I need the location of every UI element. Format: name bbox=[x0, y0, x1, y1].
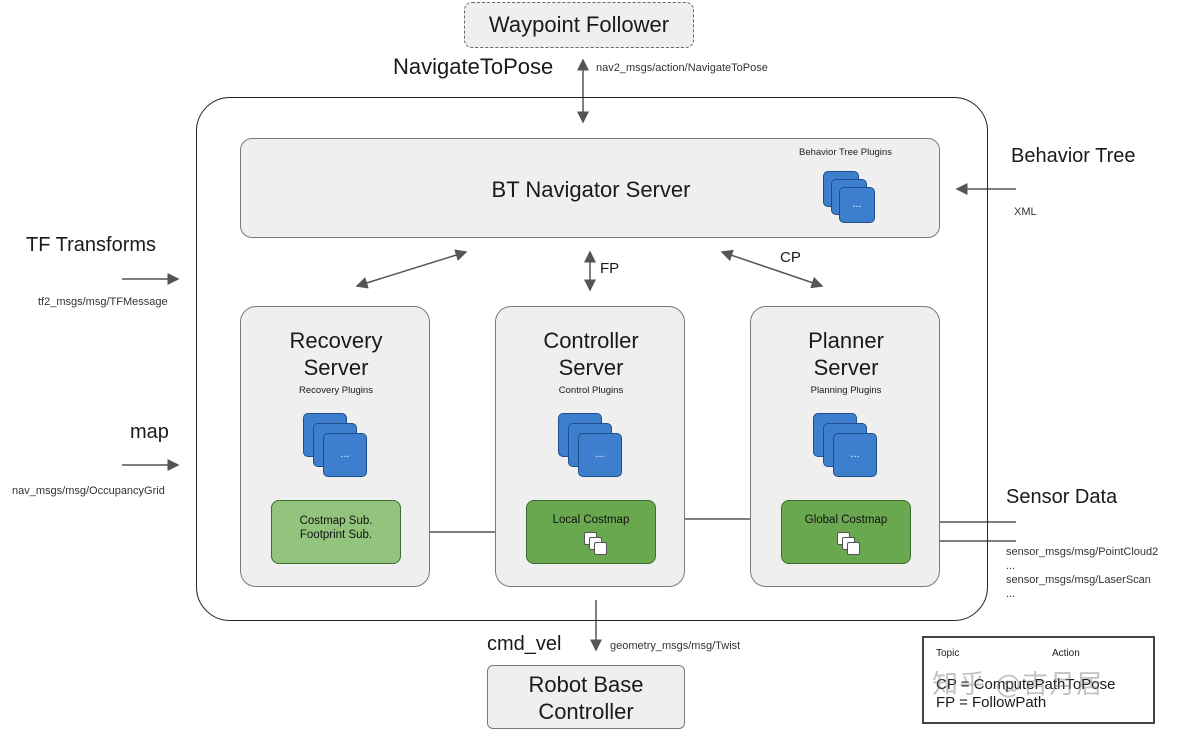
recovery-title: Recovery Server bbox=[289, 328, 383, 380]
costmap-icon bbox=[594, 542, 607, 555]
controller-plugins-label: Control Plugins bbox=[558, 385, 624, 396]
controller-server: Controller Server Control Plugins ... Lo… bbox=[495, 306, 685, 587]
sensor-msg-laserscan: sensor_msgs/msg/LaserScan bbox=[1006, 574, 1151, 586]
navigate-to-pose-msg: nav2_msgs/action/NavigateToPose bbox=[596, 62, 768, 74]
plugin-icon: ... bbox=[323, 433, 367, 477]
legend-box: Topic Action CP = ComputePathToPose FP =… bbox=[922, 636, 1155, 724]
cp-link-arrow bbox=[720, 249, 824, 289]
cp-label: CP bbox=[780, 249, 801, 266]
tf-transforms-msg: tf2_msgs/msg/TFMessage bbox=[38, 296, 168, 308]
fp-label: FP bbox=[600, 260, 620, 277]
cmd-vel-label: cmd_vel bbox=[487, 633, 562, 655]
sensor-msgs-list: sensor_msgs/msg/PointCloud2 ... sensor_m… bbox=[1006, 545, 1158, 601]
planner-plugins-label: Planning Plugins bbox=[810, 385, 882, 396]
bt-plugins-label: Behavior Tree Plugins bbox=[799, 147, 892, 158]
sensor-msg-ellipsis: ... bbox=[1006, 588, 1016, 600]
plugin-icon: ... bbox=[839, 187, 875, 223]
legend-cp-def: CP = ComputePathToPose bbox=[936, 676, 1116, 693]
map-label: map bbox=[130, 421, 169, 443]
waypoint-follower-box: Waypoint Follower bbox=[464, 2, 694, 48]
planner-server: Planner Server Planning Plugins ... Glob… bbox=[750, 306, 940, 587]
legend-topic-label: Topic bbox=[936, 648, 960, 659]
nav2-container bbox=[196, 97, 988, 621]
local-costmap-box: Local Costmap bbox=[526, 500, 656, 564]
controller-title: Controller Server bbox=[543, 328, 639, 380]
global-costmap-box: Global Costmap bbox=[781, 500, 911, 564]
robot-base-controller: Robot Base Controller bbox=[487, 665, 685, 729]
sensor-msg-ellipsis: ... bbox=[1006, 560, 1016, 572]
map-msg: nav_msgs/msg/OccupancyGrid bbox=[12, 485, 165, 497]
recovery-server: Recovery Server Recovery Plugins ... Cos… bbox=[240, 306, 430, 587]
bt-navigator-server: BT Navigator Server Behavior Tree Plugin… bbox=[240, 138, 940, 238]
costmap-icon bbox=[847, 542, 860, 555]
legend-action-label: Action bbox=[1052, 648, 1080, 659]
recovery-link-arrow bbox=[355, 249, 468, 289]
plugin-icon: ... bbox=[578, 433, 622, 477]
waypoint-follower-label: Waypoint Follower bbox=[488, 12, 670, 37]
recovery-plugins-label: Recovery Plugins bbox=[299, 385, 373, 396]
bt-navigator-title: BT Navigator Server bbox=[491, 177, 691, 202]
costmap-sub-box: Costmap Sub. Footprint Sub. bbox=[271, 500, 401, 564]
cmd-vel-msg: geometry_msgs/msg/Twist bbox=[610, 640, 741, 652]
behavior-tree-msg: XML bbox=[1014, 206, 1037, 218]
behavior-tree-label: Behavior Tree bbox=[1011, 145, 1136, 167]
sensor-msg-pointcloud: sensor_msgs/msg/PointCloud2 bbox=[1006, 546, 1159, 558]
watermark: 知乎 @吉月居 bbox=[932, 670, 1104, 700]
legend-fp-def: FP = FollowPath bbox=[936, 694, 1047, 711]
planner-title: Planner Server bbox=[808, 328, 884, 380]
sensor-data-label: Sensor Data bbox=[1006, 486, 1118, 508]
plugin-icon: ... bbox=[833, 433, 877, 477]
tf-transforms-label: TF Transforms bbox=[26, 234, 157, 256]
navigate-to-pose-label: NavigateToPose bbox=[393, 54, 554, 79]
